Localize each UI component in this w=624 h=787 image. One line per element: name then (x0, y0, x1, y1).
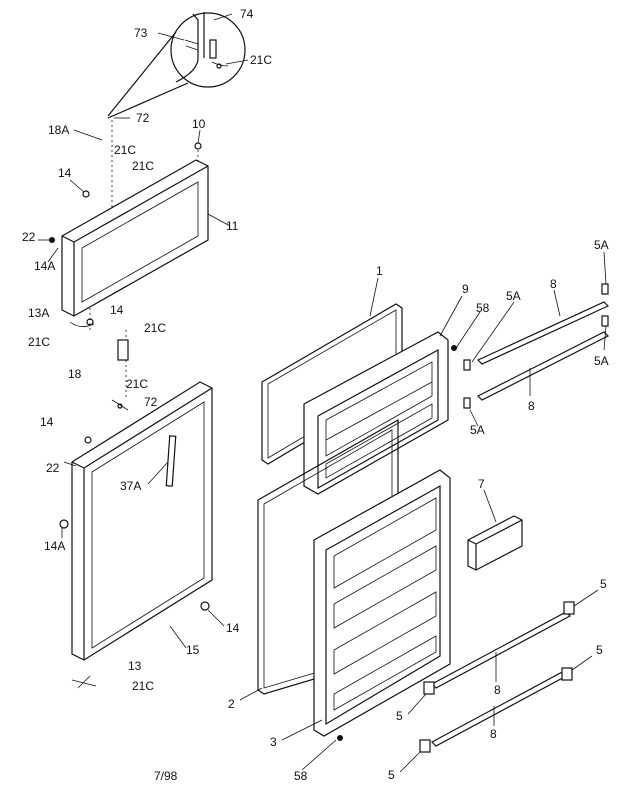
callout-5: 5 (388, 768, 395, 782)
callout-21c: 21C (132, 679, 154, 693)
callout-15: 15 (186, 643, 200, 657)
fresh-food-door-liner (313, 469, 451, 741)
detail-inset (107, 12, 246, 119)
callout-5: 5 (600, 577, 607, 591)
fresh-food-door-assembly (59, 381, 213, 689)
callout-21c: 21C (126, 377, 148, 391)
callout-72: 72 (136, 111, 150, 125)
callout-21c: 21C (250, 53, 272, 67)
callout-labels: 74 73 21C 72 18A 10 21C 21C 14 11 22 14A… (22, 7, 609, 783)
callout-14: 14 (110, 303, 124, 317)
callout-7: 7 (478, 477, 485, 491)
callout-37a: 37A (120, 479, 141, 493)
callout-2: 2 (228, 697, 235, 711)
callout-11: 11 (226, 219, 239, 233)
callout-9: 9 (462, 282, 469, 296)
callout-21c: 21C (132, 159, 154, 173)
callout-14a: 14A (44, 539, 65, 553)
callout-5a: 5A (506, 289, 521, 303)
callout-1: 1 (376, 264, 383, 278)
callout-14: 14 (226, 621, 240, 635)
callout-5a: 5A (594, 238, 609, 252)
callout-18a: 18A (48, 123, 69, 137)
callout-72: 72 (144, 395, 158, 409)
freezer-handles (463, 283, 610, 409)
callout-3: 3 (270, 735, 277, 749)
callout-8: 8 (490, 727, 497, 741)
freezer-door (49, 120, 209, 330)
date-code: 7/98 (154, 769, 178, 783)
door-bin (467, 515, 523, 571)
leader-lines (38, 13, 607, 773)
fresh-food-handles (419, 601, 575, 753)
callout-14: 14 (40, 415, 54, 429)
callout-22: 22 (22, 230, 36, 244)
callout-14: 14 (58, 166, 72, 180)
callout-10: 10 (192, 117, 206, 131)
callout-5: 5 (396, 709, 403, 723)
callout-58: 58 (476, 301, 490, 315)
callout-5: 5 (596, 643, 603, 657)
callout-18: 18 (68, 367, 82, 381)
callout-5a: 5A (594, 354, 609, 368)
callout-21c: 21C (144, 321, 166, 335)
callout-5a: 5A (470, 423, 485, 437)
callout-8: 8 (494, 683, 501, 697)
center-hinge (111, 330, 129, 411)
callout-22: 22 (46, 461, 60, 475)
callout-21c: 21C (28, 335, 50, 349)
callout-8: 8 (528, 399, 535, 413)
callout-58: 58 (294, 769, 308, 783)
freezer-door-liner (303, 331, 457, 495)
callout-13a: 13A (28, 306, 49, 320)
callout-13: 13 (128, 659, 142, 673)
callout-74: 74 (240, 7, 254, 21)
callout-21c: 21C (114, 143, 136, 157)
callout-14a: 14A (34, 259, 55, 273)
callout-73: 73 (134, 26, 148, 40)
callout-8: 8 (550, 277, 557, 291)
